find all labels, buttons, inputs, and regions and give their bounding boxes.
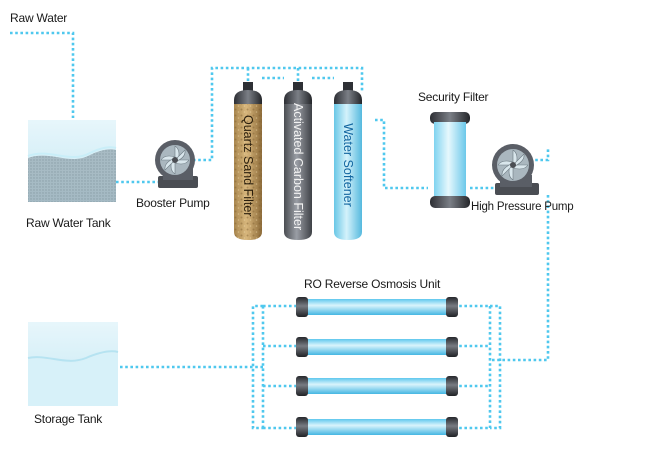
pipe-ro-outer-top	[251, 304, 263, 430]
high-pressure-pump-label: High Pressure Pump	[471, 201, 574, 213]
activated-carbon-filter-vessel	[284, 82, 312, 240]
pipe-hp-pump-down	[490, 195, 550, 362]
ro-membrane-array	[296, 297, 458, 437]
high-pressure-pump-icon	[492, 144, 539, 195]
water-softener-label: Water Softener	[341, 123, 355, 207]
pipe-ro-outer-right	[490, 304, 502, 430]
raw-water-tank-label: Raw Water Tank	[26, 216, 111, 230]
ro-unit-label: RO Reverse Osmosis Unit	[304, 277, 441, 291]
ro-membrane-tube-4	[296, 417, 458, 437]
raw-water-label: Raw Water	[10, 11, 68, 25]
booster-pump-icon	[155, 140, 198, 188]
quartz-sand-filter-vessel	[234, 82, 262, 240]
activated-carbon-filter-label: Activated Carbon Filter	[291, 103, 305, 231]
booster-pump-label: Booster Pump	[136, 196, 210, 210]
ro-membrane-tube-3	[296, 376, 458, 396]
pipe-softener-to-security	[375, 118, 428, 190]
pipe-hp-pump-up	[530, 148, 550, 162]
storage-tank-label: Storage Tank	[34, 412, 103, 426]
security-filter-cartridge	[430, 112, 470, 208]
ro-membrane-tube-2	[296, 337, 458, 357]
pipe-booster-to-filters	[193, 66, 364, 162]
pipe-raw-inlet	[10, 31, 75, 118]
pipe-network	[10, 31, 550, 430]
storage-tank	[27, 322, 119, 406]
ro-membrane-tube-1	[296, 297, 458, 317]
raw-water-tank	[27, 120, 117, 202]
water-softener-vessel	[334, 82, 362, 240]
security-filter-label: Security Filter	[418, 90, 489, 104]
quartz-sand-filter-label: Quartz Sand Filter	[241, 115, 255, 217]
